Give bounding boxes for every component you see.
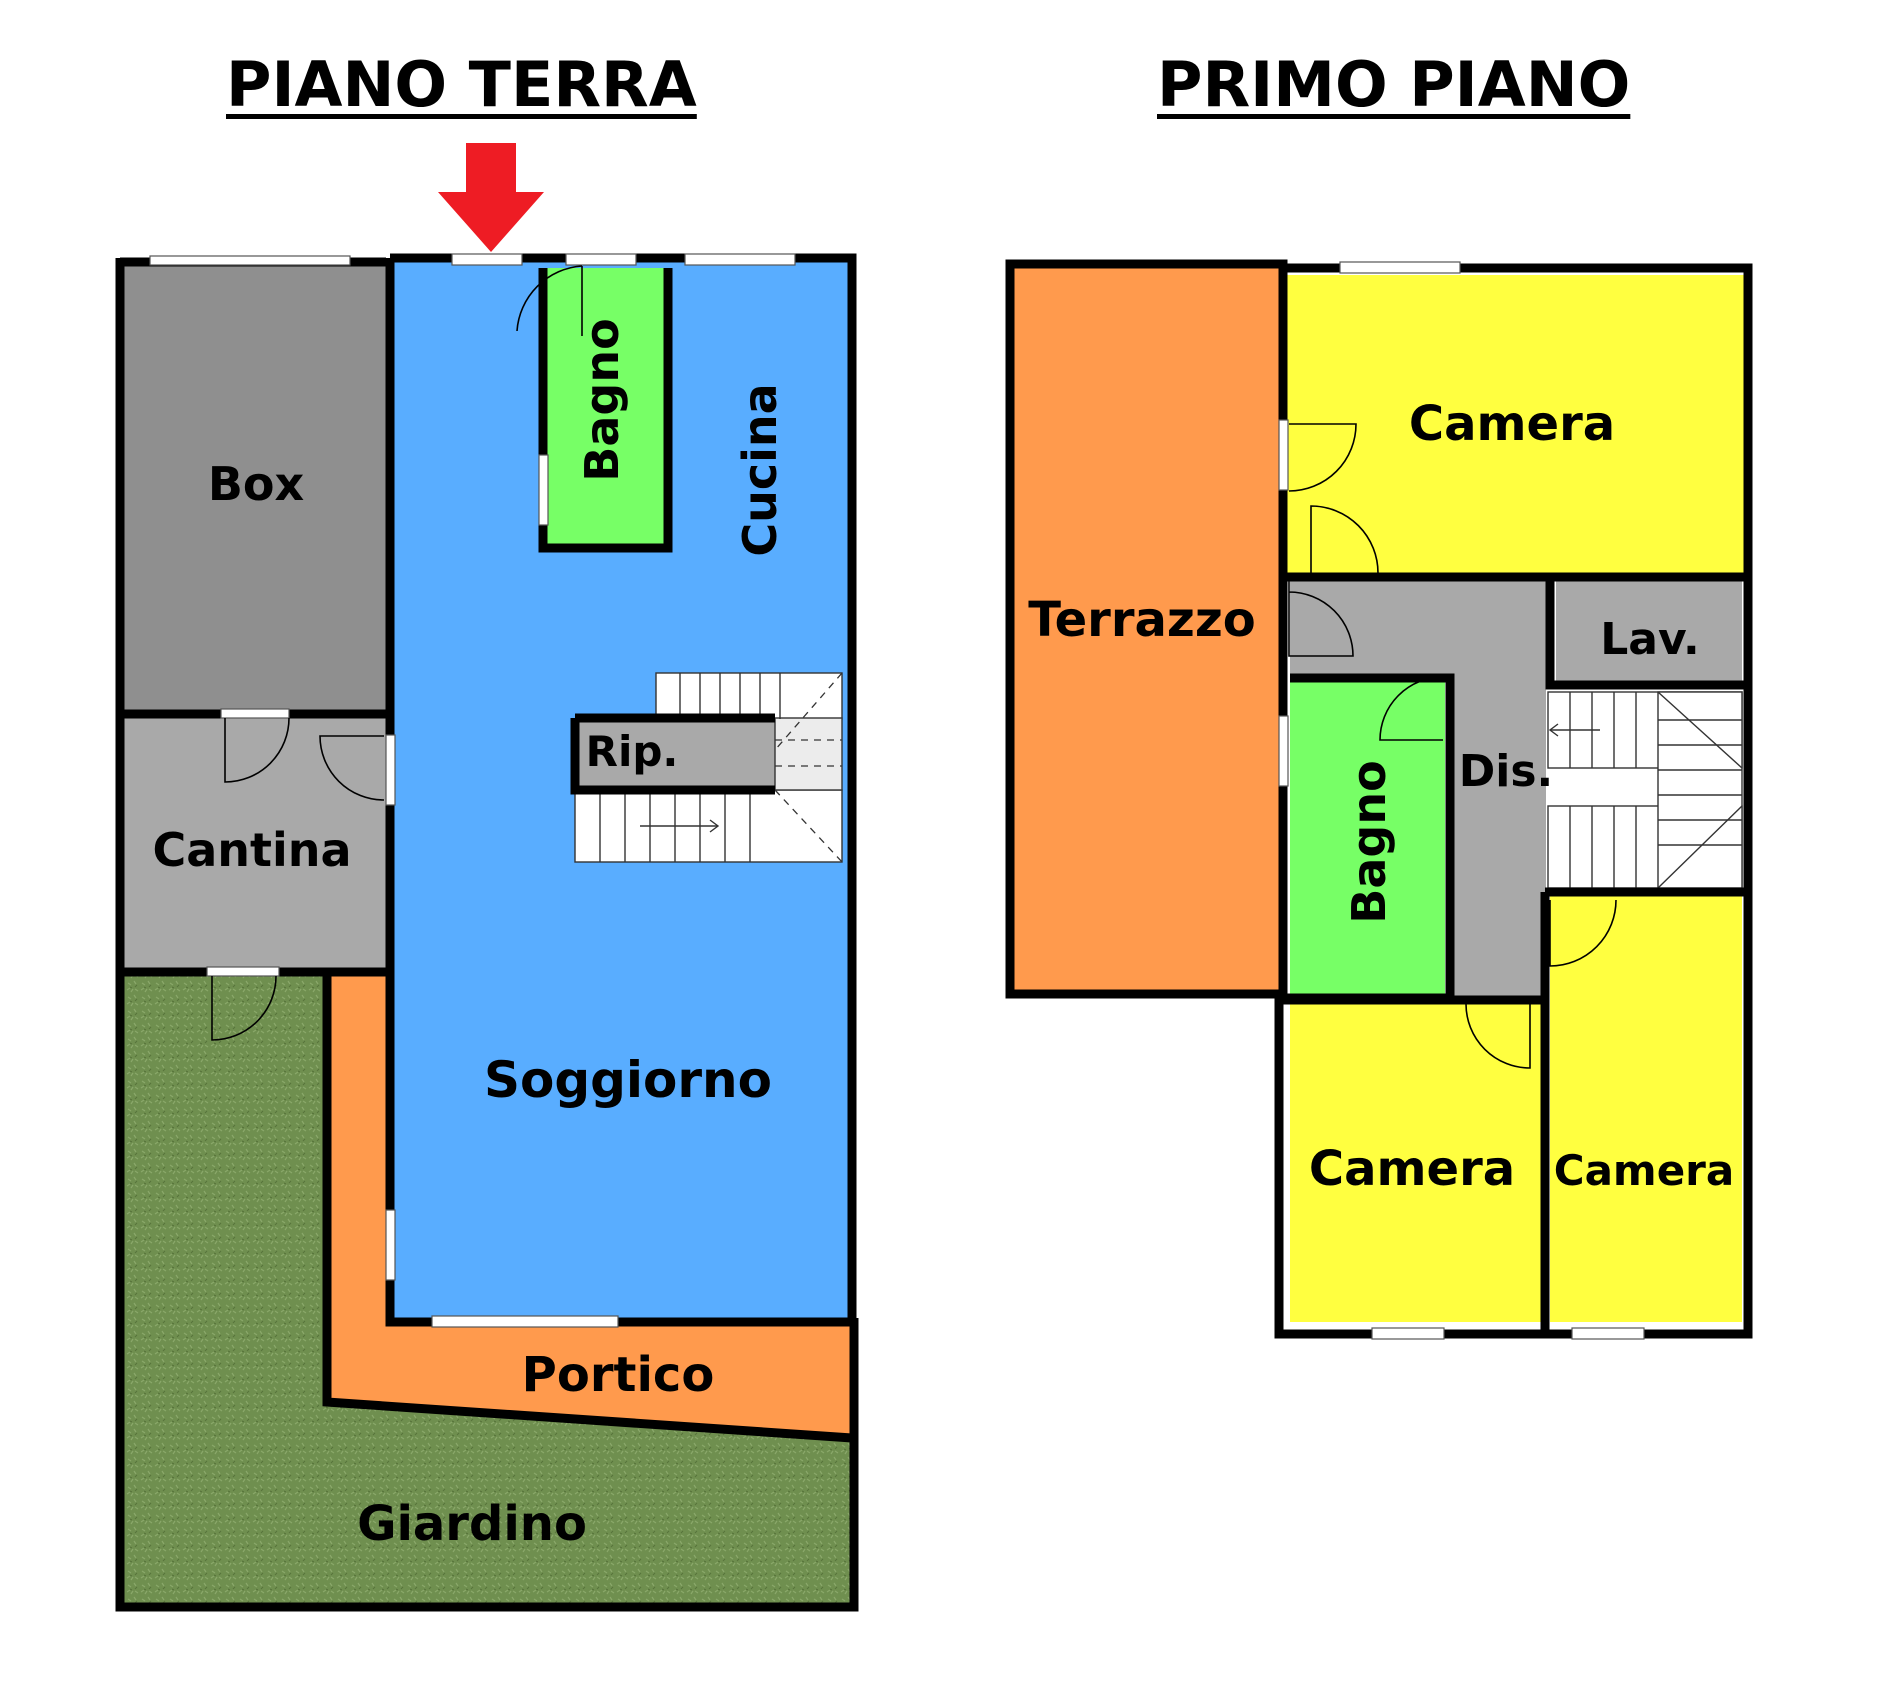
label-camera-top: Camera xyxy=(1409,396,1615,452)
first-floor-title: PRIMO PIANO xyxy=(1157,48,1631,121)
ground-floor-walls xyxy=(115,253,859,1612)
label-lavanderia: Lav. xyxy=(1600,614,1700,665)
lavanderia-room xyxy=(1556,580,1742,685)
bagno-room-first xyxy=(1290,678,1445,996)
label-cucina: Cucina xyxy=(733,383,787,556)
label-box: Box xyxy=(208,457,304,511)
entrance-arrow-icon xyxy=(438,143,544,252)
label-camera-bottom-left: Camera xyxy=(1309,1141,1515,1197)
cantina-room xyxy=(120,714,390,972)
camera-bottom-right-room xyxy=(1550,895,1742,1322)
label-portico: Portico xyxy=(522,1347,715,1403)
label-giardino: Giardino xyxy=(357,1496,587,1552)
bagno-room-ground xyxy=(543,268,668,548)
ground-floor-doors xyxy=(211,265,583,1041)
stairs-first xyxy=(1547,691,1743,889)
label-camera-bottom-right: Camera xyxy=(1554,1146,1734,1195)
ground-floor-title: PIANO TERRA xyxy=(226,48,697,121)
camera-bottom-left-room xyxy=(1290,1000,1545,1322)
label-bagno-first: Bagno xyxy=(1342,760,1396,923)
first-floor-walls xyxy=(1005,259,1753,1339)
label-bagno-ground: Bagno xyxy=(575,318,629,481)
first-floor-doors xyxy=(1288,423,1617,1069)
box-room xyxy=(120,262,390,714)
label-soggiorno: Soggiorno xyxy=(484,1051,772,1109)
ground-floor-plan: Box Cantina Bagno Cucina Rip. Soggiorno … xyxy=(115,143,859,1612)
label-cantina: Cantina xyxy=(152,823,351,877)
first-floor-plan: Terrazzo Camera Lav. Dis. Bagno Camera C… xyxy=(1005,259,1753,1340)
terrazzo-area xyxy=(1014,268,1279,990)
first-floor-windows xyxy=(1278,261,1645,1340)
label-disimpegno: Dis. xyxy=(1459,746,1554,797)
label-ripostiglio: Rip. xyxy=(586,727,679,776)
ground-floor-windows xyxy=(149,253,796,1328)
stairs-ground xyxy=(574,672,843,863)
disimpegno-area xyxy=(1290,580,1548,1000)
label-terrazzo: Terrazzo xyxy=(1028,592,1256,648)
ripostiglio-room xyxy=(577,718,775,790)
